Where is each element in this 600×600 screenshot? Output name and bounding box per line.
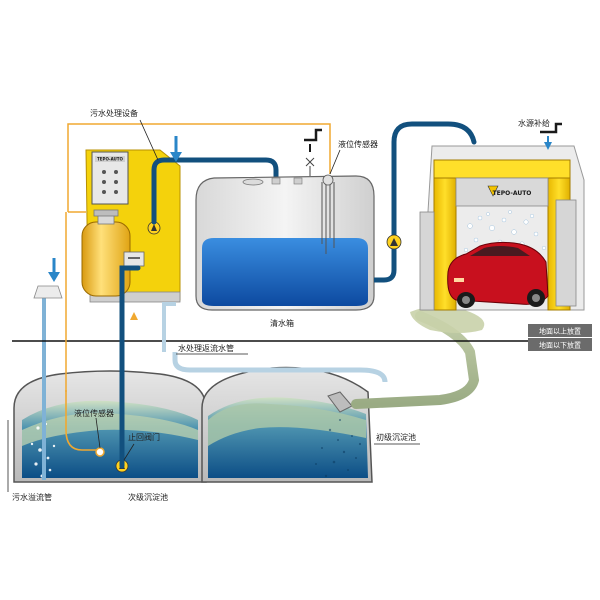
- water-supply-label: 水源补给: [518, 118, 550, 128]
- treatment-equipment: TEPO-AUTO: [81, 149, 181, 320]
- down-arrow-icon-left: [48, 258, 60, 282]
- labels: 污水处理设备 液位传感器 水源补给 清水箱 水处理返流水管 液位传感器 止回阀门…: [12, 108, 550, 502]
- underground-section: [7, 296, 485, 492]
- car-wash-gantry: TEPO-AUTO: [419, 145, 585, 311]
- signal-lines: [65, 123, 331, 392]
- aeration-bubbles: [30, 422, 56, 478]
- filter-tank: [81, 209, 131, 297]
- return-pipe: [172, 352, 388, 383]
- above-ground-label: 地面以上放置: [539, 327, 581, 336]
- secondary-tank-label: 次级沉淀池: [128, 492, 168, 502]
- water-tap-icon: [304, 128, 322, 176]
- supply-pump-icon: [386, 234, 402, 250]
- check-valve-label: 止回阀门: [128, 432, 160, 442]
- level-sensor-bottom-label: 液位传感器: [74, 408, 114, 418]
- level-sensor-probes: [321, 182, 335, 254]
- below-ground-label: 地面以下放置: [539, 341, 581, 350]
- level-sensor-head: [322, 174, 334, 186]
- supply-tap-icon: [540, 122, 562, 150]
- clean-water-tank-label: 清水箱: [270, 318, 294, 328]
- return-pipe-label: 水处理返流水管: [178, 343, 234, 353]
- pump-icon: [147, 221, 161, 235]
- level-sensor-float: [95, 447, 105, 457]
- pipes-blue: [119, 121, 477, 469]
- level-sensor-top-label: 液位传感器: [338, 139, 378, 149]
- control-panel: TEPO-AUTO: [91, 151, 129, 205]
- primary-tank-label: 初级沉淀池: [376, 432, 416, 442]
- car: [447, 241, 549, 308]
- overflow-pipe-label: 污水溢流管: [12, 492, 52, 502]
- panel-brand: TEPO-AUTO: [97, 157, 123, 162]
- zone-labels: 地面以上放置 地面以下放置: [528, 324, 592, 351]
- clean-water-tank: [195, 174, 384, 311]
- primary-sediment-tank: [201, 366, 373, 483]
- down-arrow-icon: [170, 136, 182, 162]
- treatment-equipment-label: 污水处理设备: [90, 108, 138, 118]
- gantry-brand: TEPO-AUTO: [493, 190, 532, 197]
- overflow-outlet: [33, 285, 63, 299]
